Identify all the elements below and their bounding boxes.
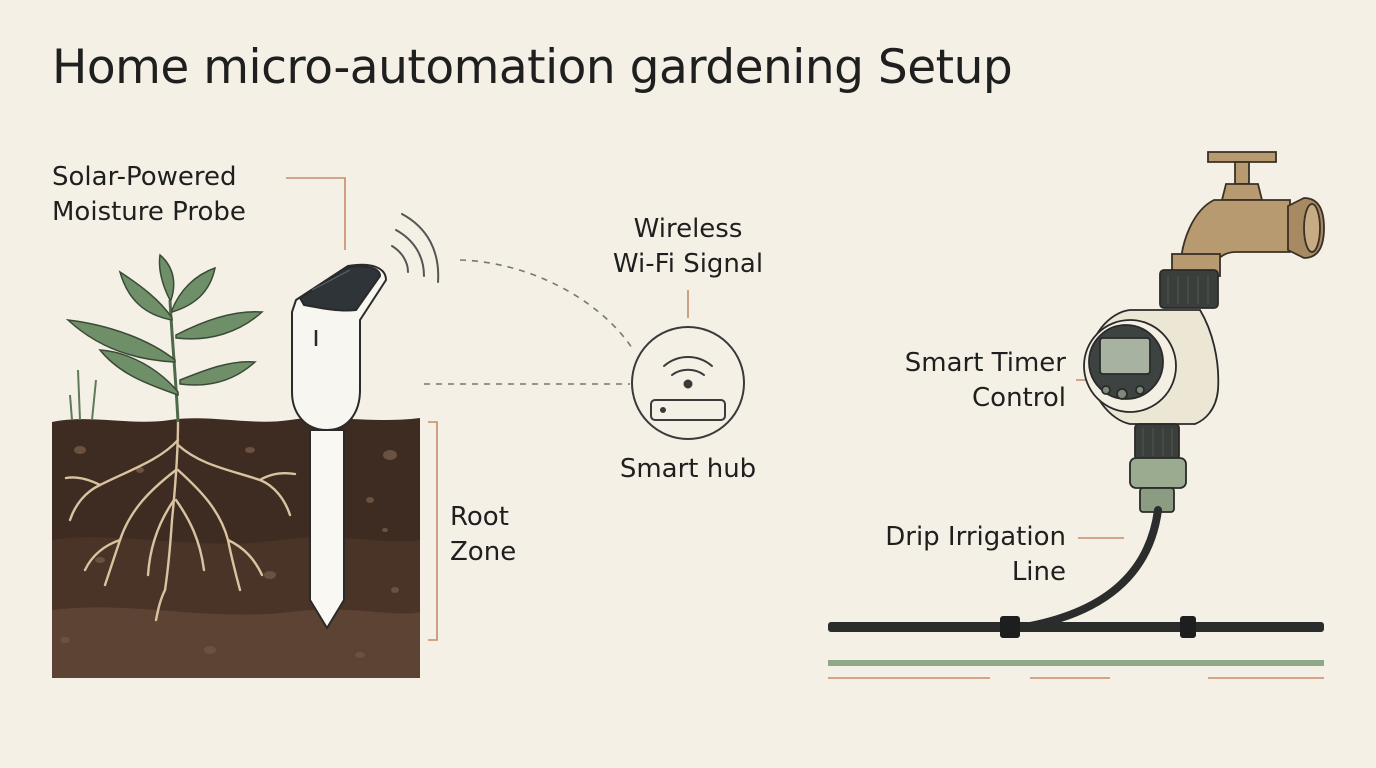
label-wifi-signal: Wireless Wi-Fi Signal (588, 212, 788, 282)
label-smart-timer-line-2: Control (972, 383, 1066, 413)
label-moisture-probe: Solar-Powered Moisture Probe (52, 160, 246, 230)
faucet-illustration (1171, 151, 1325, 277)
page-title: Home micro-automation gardening Setup (52, 40, 1013, 95)
label-moisture-probe-line-2: Moisture Probe (52, 197, 246, 227)
signal-dashed-lines (424, 259, 633, 385)
soil-cross-section (52, 418, 420, 678)
plant-roots (64, 420, 297, 622)
label-root-zone: Root Zone (450, 500, 516, 570)
moisture-probe-illustration (291, 263, 388, 630)
label-moisture-probe-line-1: Solar-Powered (52, 162, 237, 192)
label-drip-irrigation-line-2: Line (1011, 557, 1066, 587)
label-root-zone-line-1: Root (450, 502, 509, 532)
plant (65, 253, 264, 423)
label-smart-hub: Smart hub (619, 454, 757, 484)
probe-signal-icon (391, 213, 440, 283)
smart-timer-illustration (1083, 269, 1220, 513)
label-drip-irrigation: Drip Irrigation Line (820, 520, 1066, 590)
label-drip-irrigation-line-1: Drip Irrigation (885, 522, 1066, 552)
label-root-zone-line-2: Zone (450, 537, 517, 567)
smart-hub-icon (631, 326, 745, 440)
label-smart-timer-line-1: Smart Timer (904, 348, 1066, 378)
drip-irrigation-line (828, 506, 1324, 679)
label-smart-timer: Smart Timer Control (820, 346, 1066, 416)
label-wifi-signal-line-2: Wi-Fi Signal (612, 249, 764, 279)
leader-lines (286, 177, 1124, 641)
label-wifi-signal-line-1: Wireless (633, 214, 743, 244)
